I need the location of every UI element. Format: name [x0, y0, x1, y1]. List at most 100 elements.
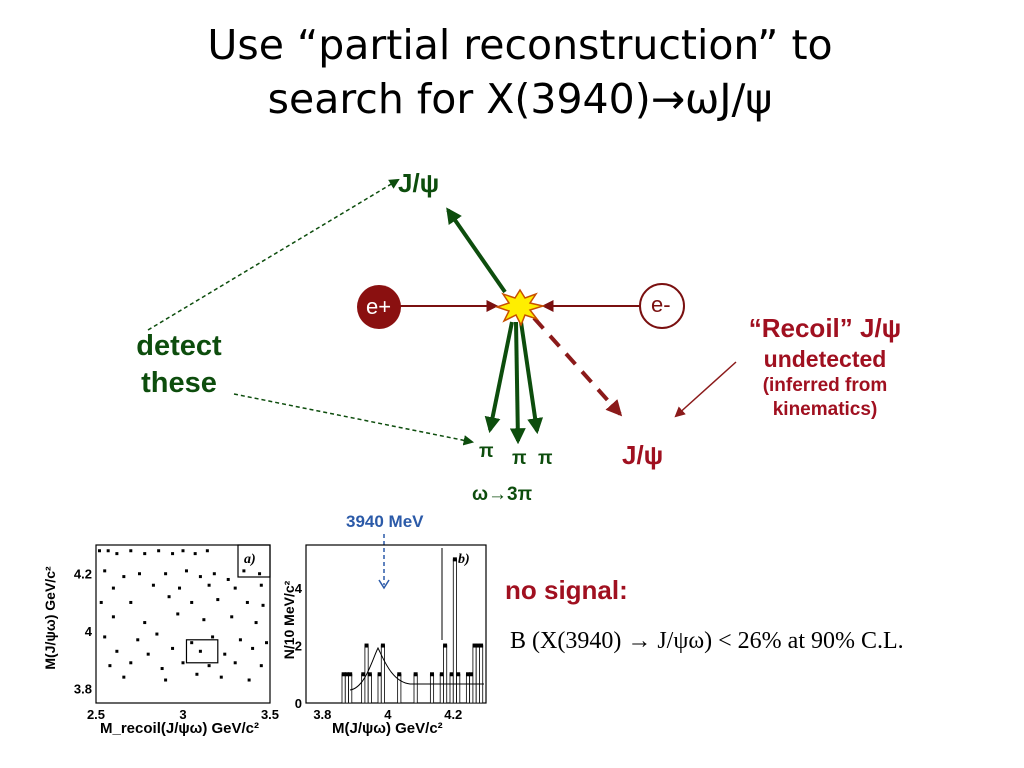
chart-a-point	[171, 646, 175, 650]
chart-a-point	[129, 600, 133, 604]
chart-a-point	[247, 678, 251, 682]
pion-arrow-1	[484, 321, 514, 434]
title-line-1: Use “partial reconstruction” to	[207, 21, 833, 69]
chart-a-point	[181, 549, 185, 553]
chart-a-point	[111, 586, 115, 590]
chart-a-point	[190, 641, 194, 645]
chart-b-point	[348, 672, 353, 677]
chart-a-point	[207, 664, 211, 668]
chart-a-xtick: 2.5	[87, 707, 105, 722]
chart-b-point	[439, 672, 444, 677]
positron-circle	[357, 285, 401, 329]
chart-a-point	[251, 646, 255, 650]
chart-b-bar	[452, 558, 457, 704]
chart-a-frame	[95, 544, 271, 704]
chart-b-bar	[465, 673, 471, 704]
title-line-2: search for X(3940)→ωJ/ψ	[267, 75, 773, 123]
chart-a-point	[190, 600, 194, 604]
chart-a-point	[198, 649, 202, 653]
chart-a-point	[176, 612, 180, 616]
chart-a-point	[146, 652, 150, 656]
chart-b-point	[443, 643, 448, 648]
pion-label-3: π	[538, 448, 553, 469]
detect-line-2: these	[141, 367, 217, 399]
chart-b-bar	[367, 673, 372, 704]
chart-a-label-box	[237, 544, 271, 578]
chart-b-point	[456, 672, 461, 677]
recoil-line-1: “Recoil” J/ψ	[748, 313, 902, 343]
chart-a-point	[138, 572, 141, 576]
jpsi-detected-label: J/ψ	[398, 168, 440, 198]
branching-limit-formula: B (X(3940) → J/ψω) < 26% at 90% C.L.	[510, 628, 904, 654]
omega-decay-label: ω→3π	[472, 484, 533, 505]
chart-b-ytick: 2	[295, 639, 302, 654]
detect-label: detect these	[118, 328, 240, 402]
chart-a-point	[261, 603, 265, 607]
chart-a-point	[242, 569, 246, 573]
chart-b-xtick: 4	[384, 707, 392, 722]
chart-a-point	[143, 552, 147, 556]
chart-a-point	[111, 615, 115, 619]
chart-a-point	[164, 678, 168, 682]
chart-a-point	[171, 552, 175, 556]
chart-b-bar	[377, 673, 382, 704]
chart-b-bar	[413, 673, 418, 704]
chart-b-bar	[429, 673, 435, 704]
positron-label: e+	[366, 294, 392, 319]
chart-b-point	[472, 643, 477, 648]
chart-a-point	[216, 598, 220, 602]
mev-marker-label: 3940 MeV	[346, 512, 424, 531]
chart-b-xtick: 4.2	[444, 707, 462, 722]
chart-b-bar	[456, 673, 461, 704]
recoil-jpsi-arrow	[532, 316, 623, 417]
chart-a-ylabel: M(J/ψω) GeV/c²	[42, 566, 58, 670]
chart-b-bar	[341, 673, 346, 704]
recoil-line-4: kinematics)	[772, 399, 878, 420]
chart-b-point	[377, 672, 382, 677]
electron-circle	[639, 283, 685, 329]
recoil-pointer	[674, 361, 737, 418]
chart-b-bar	[479, 645, 484, 704]
chart-a-point	[151, 583, 155, 587]
chart-a-point	[178, 586, 182, 590]
chart-a-point	[259, 583, 263, 587]
chart-b-bar	[469, 673, 474, 704]
chart-b-bar	[439, 673, 444, 704]
recoil-label: “Recoil” J/ψ undetected (inferred from k…	[700, 312, 950, 422]
chart-a-signal-box	[185, 639, 219, 664]
chart-b-fit-curve	[349, 646, 484, 691]
chart-b-point	[397, 672, 402, 677]
chart-a-point	[129, 549, 133, 553]
chart-a-point	[136, 638, 140, 642]
chart-a-point	[184, 569, 188, 573]
chart-a-point	[205, 549, 209, 553]
chart-a-point	[226, 577, 230, 581]
chart-b-frame	[305, 544, 487, 704]
chart-b-point	[344, 672, 349, 677]
chart-a-point	[106, 549, 110, 553]
electron-label: e-	[651, 292, 671, 317]
chart-a-point	[211, 635, 215, 639]
chart-b-bar	[443, 645, 448, 704]
chart-a-point	[207, 583, 211, 587]
chart-a-point	[195, 672, 199, 676]
chart-b-bar	[475, 645, 480, 704]
chart-b-point	[367, 672, 372, 677]
chart-a-point	[193, 552, 197, 556]
detect-line-1: detect	[136, 330, 222, 362]
detect-pointer-pions	[233, 393, 475, 446]
chart-a-xtick: 3	[179, 707, 186, 722]
chart-a-panel-label: a)	[244, 552, 256, 567]
page-title: Use “partial reconstruction” to search f…	[0, 18, 1024, 126]
chart-a-xtick: 3.5	[261, 707, 279, 722]
chart-b-point	[361, 672, 366, 677]
jpsi-detected-arrow	[446, 207, 507, 294]
chart-a-point	[99, 600, 103, 604]
no-signal-label: no signal:	[505, 575, 628, 605]
chart-b-point	[364, 643, 369, 648]
chart-b-point	[479, 643, 484, 648]
chart-a-point	[202, 618, 206, 622]
